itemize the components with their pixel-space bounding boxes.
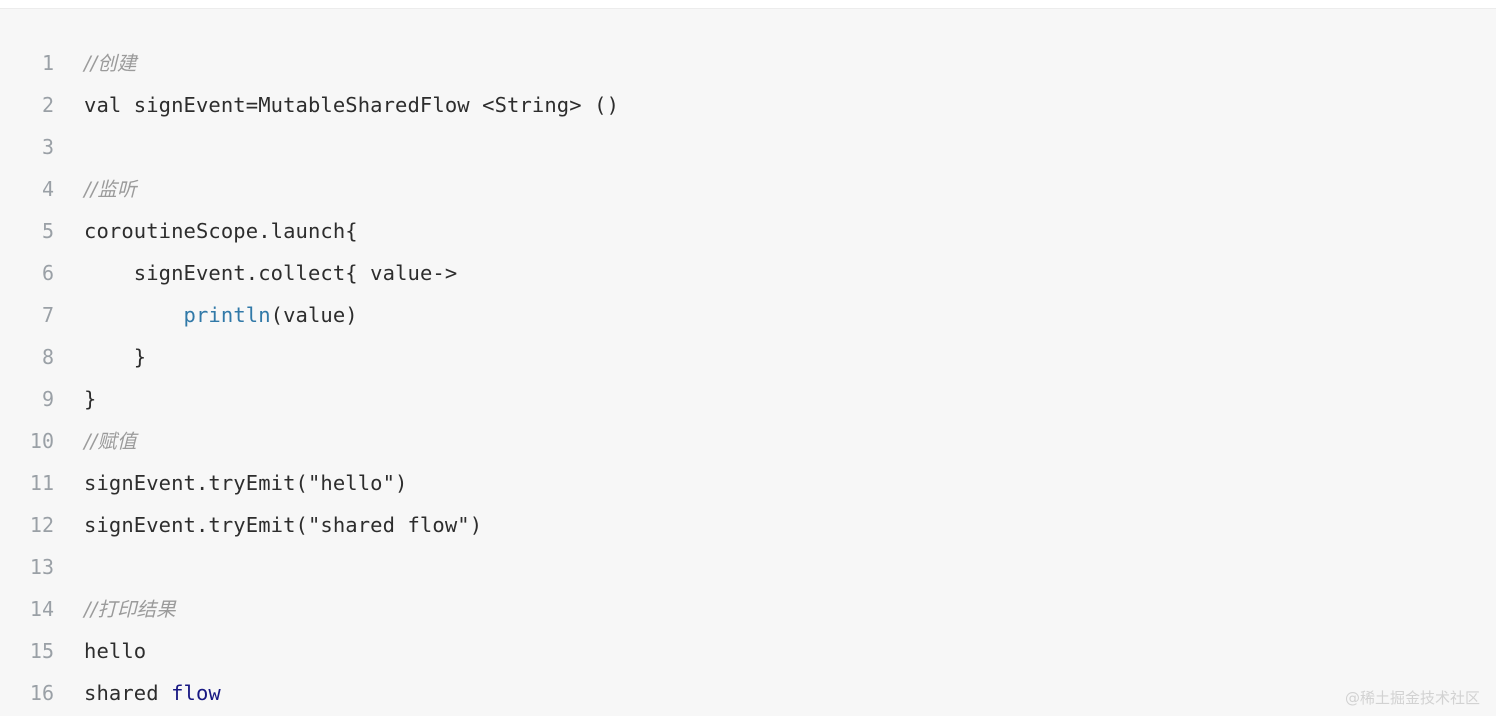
code-text: shared — [84, 681, 172, 705]
line-number: 15 — [29, 639, 54, 663]
code-text: } — [133, 345, 147, 369]
line-number: 10 — [29, 429, 54, 453]
code-lines-container: 1 //创建 2 val signEvent=MutableSharedFlow <S… — [0, 10, 1496, 714]
line-number: 14 — [29, 597, 54, 621]
code-text: val signEvent=MutableSharedFlow <String>… — [84, 93, 620, 117]
code-line: 9} — [0, 378, 1496, 420]
line-content: //监听 — [54, 168, 137, 211]
code-function-name: println — [183, 303, 271, 327]
code-line: 13 — [0, 546, 1496, 588]
line-number: 6 — [41, 261, 54, 285]
line-number: 11 — [29, 471, 54, 495]
code-comment: //打印结果 — [84, 598, 176, 621]
code-line: 15 hello — [0, 630, 1496, 672]
code-line: 14 //打印结果 — [0, 588, 1496, 630]
code-comment: //赋值 — [84, 430, 137, 453]
line-content: val signEvent=MutableSharedFlow <String>… — [54, 84, 619, 126]
line-content: signEvent.collect{ value-> — [54, 252, 457, 294]
code-text: } — [84, 387, 97, 411]
code-line: 1 //创建 — [0, 42, 1496, 84]
watermark: @稀土掘金技术社区 — [1344, 689, 1480, 707]
line-indent — [84, 303, 184, 327]
code-line: 2 val signEvent=MutableSharedFlow <String… — [0, 84, 1496, 126]
line-content: println(value) — [54, 294, 358, 336]
code-line: 7 println(value) — [0, 294, 1496, 336]
code-text: (value) — [270, 303, 358, 327]
code-comment: //创建 — [84, 52, 137, 75]
code-text: coroutineScope.launch{ — [84, 219, 358, 243]
line-content: } — [54, 378, 96, 420]
line-content: //打印结果 — [54, 588, 176, 631]
line-number: 16 — [29, 681, 54, 705]
code-text: signEvent.tryEmit("hello") — [84, 471, 408, 495]
line-number: 5 — [41, 219, 54, 243]
line-content: coroutineScope.launch{ — [54, 210, 358, 252]
line-number: 13 — [29, 555, 54, 579]
line-number: 12 — [29, 513, 54, 537]
line-content: signEvent.tryEmit("hello") — [54, 462, 408, 504]
line-number: 1 — [41, 51, 54, 75]
code-line: 5 coroutineScope.launch{ — [0, 210, 1496, 252]
code-line: 10 //赋值 — [0, 420, 1496, 462]
line-number: 2 — [41, 93, 54, 117]
code-line: 3 — [0, 126, 1496, 168]
code-line: 12 signEvent.tryEmit("shared flow") — [0, 504, 1496, 546]
line-content: hello — [54, 630, 146, 672]
code-line: 11 signEvent.tryEmit("hello") — [0, 462, 1496, 504]
line-content: } — [54, 336, 146, 378]
line-number: 9 — [41, 387, 54, 411]
code-comment: //监听 — [84, 178, 137, 201]
code-block-top-edge — [0, 0, 1496, 9]
code-line: 8 } — [0, 336, 1496, 378]
code-line: 6 signEvent.collect{ value-> — [0, 252, 1496, 294]
code-line: 4 //监听 — [0, 168, 1496, 210]
line-number: 3 — [41, 135, 54, 159]
line-number: 4 — [41, 177, 54, 201]
code-text: signEvent.collect{ value-> — [133, 261, 458, 285]
line-content: shared flow — [54, 672, 221, 714]
line-content: signEvent.tryEmit("shared flow") — [54, 504, 482, 546]
line-content: //创建 — [54, 42, 137, 85]
code-text: signEvent.tryEmit("shared flow") — [84, 513, 483, 537]
line-number: 8 — [41, 345, 54, 369]
code-highlight-token: flow — [171, 681, 221, 705]
line-indent — [84, 261, 134, 285]
code-text: hello — [84, 639, 147, 663]
line-indent — [84, 345, 134, 369]
line-number: 7 — [41, 303, 54, 327]
line-content: //赋值 — [54, 420, 137, 463]
